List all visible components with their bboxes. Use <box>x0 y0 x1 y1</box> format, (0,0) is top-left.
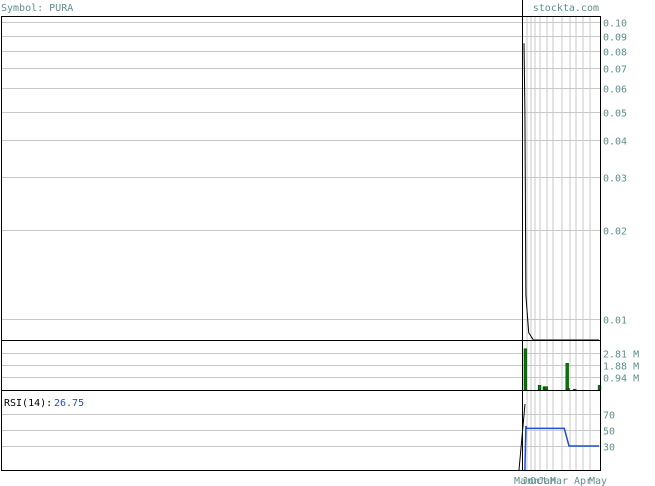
volume-tick-label: 2.81 M <box>603 350 639 361</box>
volume-panel: 2.81 M1.88 M0.94 M <box>1 340 639 391</box>
panel-frame <box>1 390 601 471</box>
x-tick-label: Apr <box>574 476 592 486</box>
price-tick-label: 0.01 <box>603 316 627 327</box>
volume-tick-label: 1.88 M <box>603 362 639 373</box>
price-panel: 0.10 0.09 0.08 0.07 0.06 0.05 0.04 0.03 0.02 0.01 <box>1 16 627 341</box>
brand-label: stockta.com <box>533 3 599 14</box>
volume-bar <box>565 363 569 391</box>
rsi-label: RSI(14): <box>4 398 52 409</box>
price-tick-label: 0.04 <box>603 137 627 148</box>
volume-bar <box>544 386 548 391</box>
rsi-line <box>524 425 599 471</box>
price-tick-label: 0.05 <box>603 109 627 120</box>
x-tick-label: Mar <box>514 476 532 486</box>
rsi-tick-label: 30 <box>603 443 615 454</box>
price-tick-label: 0.07 <box>603 65 627 76</box>
volume-axis-ticks: 2.81 M1.88 M0.94 M <box>603 350 639 385</box>
chart-frames <box>1 0 601 471</box>
x-tick-label: Jan <box>538 476 556 486</box>
rsi-grid <box>1 390 600 470</box>
price-tick-label: 0.09 <box>603 33 627 44</box>
panel-frame <box>1 16 601 341</box>
price-tick-label: 0.08 <box>603 48 627 59</box>
x-tick-label: Jun <box>522 476 540 486</box>
rsi-tick-label: 50 <box>603 427 615 438</box>
symbol-label: Symbol: PURA <box>1 3 73 14</box>
rsi-tick-label: 70 <box>603 411 615 422</box>
rsi-panel: 70 50 30 RSI(14): 26.75 <box>1 390 615 471</box>
volume-bar <box>566 388 570 391</box>
volume-bar <box>573 388 577 391</box>
price-grid <box>1 16 600 340</box>
volume-bar <box>537 385 542 391</box>
x-tick-label: Mar <box>550 476 568 486</box>
volume-bar <box>523 348 528 391</box>
price-tick-label: 0.10 <box>603 19 627 30</box>
volume-tick-label: 0.94 M <box>603 374 639 385</box>
price-tick-label: 0.02 <box>603 227 627 238</box>
x-tick-label: May <box>589 476 607 486</box>
price-axis-ticks: 0.10 0.09 0.08 0.07 0.06 0.05 0.04 0.03 0.02 0.01 <box>603 19 627 327</box>
rsi-axis-ticks: 70 50 30 <box>603 411 615 454</box>
x-tick-label: Oct <box>530 476 548 486</box>
volume-bars <box>523 348 602 391</box>
volume-grid <box>1 340 600 390</box>
price-tick-label: 0.03 <box>603 174 627 185</box>
price-tick-label: 0.06 <box>603 85 627 96</box>
rsi-value: 26.75 <box>54 398 84 409</box>
